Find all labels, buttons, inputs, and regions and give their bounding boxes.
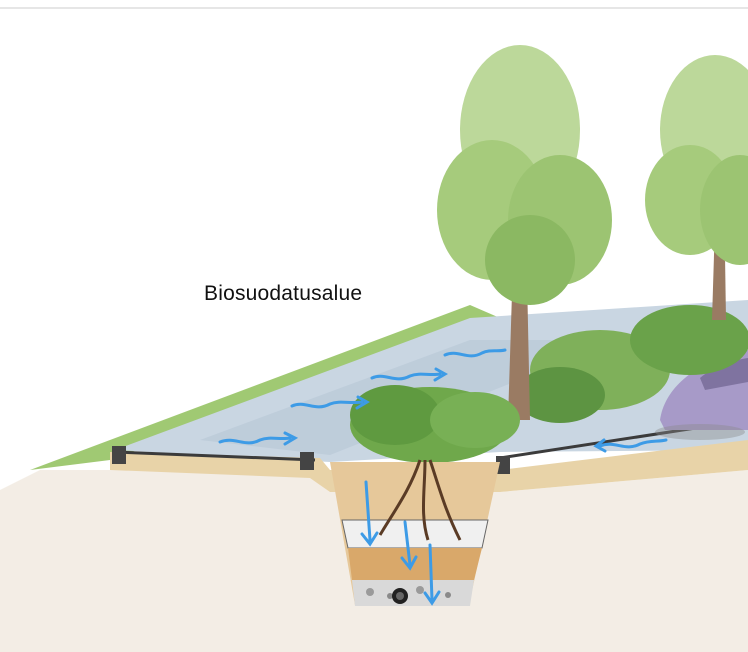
curb-post-mid bbox=[300, 452, 314, 470]
tree-icon-secondary bbox=[645, 55, 748, 320]
biosuodatusalue-label: Biosuodatusalue bbox=[204, 282, 362, 306]
drain-pipe-icon bbox=[392, 588, 408, 604]
curb-post-left bbox=[112, 446, 126, 464]
